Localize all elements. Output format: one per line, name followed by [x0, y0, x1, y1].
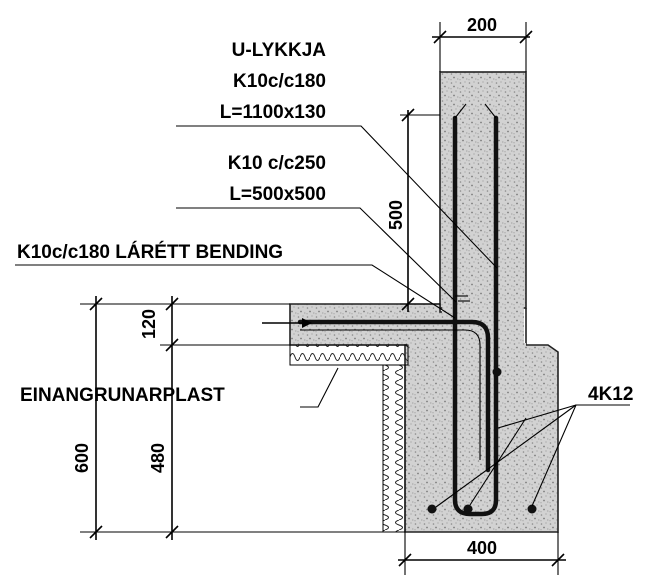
leaders: [15, 125, 630, 508]
u-loop-rebar: [452, 115, 499, 517]
label-bars: 4K12: [588, 384, 633, 405]
leader-u-lykkja: [176, 125, 498, 269]
l-bar-rebar: [297, 319, 491, 473]
rebar-dot: [463, 504, 473, 514]
dimensions: [80, 22, 566, 575]
label-k10-spec: K10 c/c250: [228, 153, 326, 174]
label-u-lykkja-length: L=1100x130: [220, 102, 326, 123]
label-u-lykkja-spec: K10c/c180: [233, 71, 326, 92]
rebar-dot: [427, 504, 437, 514]
concrete-section: [289, 71, 559, 533]
insulation: [289, 344, 409, 533]
label-horizontal-bending: K10c/c180 LÁRÉTT BENDING: [17, 241, 283, 263]
label-insulation: EINANGRUNARPLAST: [20, 385, 225, 406]
leader-horizontal-bending: [15, 264, 456, 319]
dim-total-height: 600: [72, 443, 92, 473]
reinforcement: [262, 103, 537, 517]
dim-anchor-length: 500: [386, 200, 406, 230]
label-k10-length: L=500x500: [229, 184, 326, 205]
leader-insulation: [300, 367, 339, 408]
rebar-dot: [527, 504, 537, 514]
leader-k10: [176, 207, 457, 303]
dim-wall-width: 200: [467, 15, 497, 35]
rebar-dot: [492, 367, 502, 377]
label-u-lykkja-title: U-LYKKJA: [232, 40, 327, 61]
insulation-side-footing: [382, 364, 406, 533]
text-labels: U-LYKKJA K10c/c180 L=1100x130 K10 c/c250…: [17, 15, 633, 558]
dim-footing-width: 400: [467, 538, 497, 558]
dim-footing-height: 480: [148, 443, 168, 473]
l-bar-rebar-inner: [300, 329, 481, 460]
dim-slab-thickness: 120: [139, 309, 159, 339]
insulation-under-slab: [289, 344, 409, 366]
footing-concrete: [404, 308, 559, 533]
